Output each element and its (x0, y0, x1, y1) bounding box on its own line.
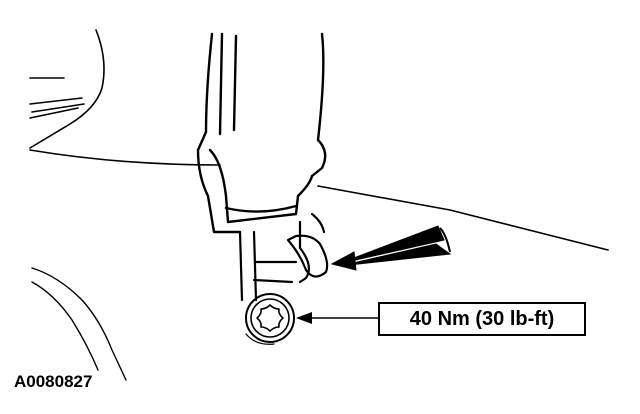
body-panel (29, 29, 609, 251)
torx-bolt (245, 293, 295, 345)
lower-left-fragment (31, 267, 127, 381)
upper-bracket (196, 32, 327, 234)
direction-arrow (330, 225, 452, 271)
torque-spec-label: 40 Nm (30 lb-ft) (409, 307, 555, 330)
callout-leader (296, 312, 379, 324)
figure-id-label: A0080827 (14, 372, 93, 391)
torque-callout-box: 40 Nm (30 lb-ft) (378, 302, 586, 336)
lower-bracket (238, 212, 329, 302)
